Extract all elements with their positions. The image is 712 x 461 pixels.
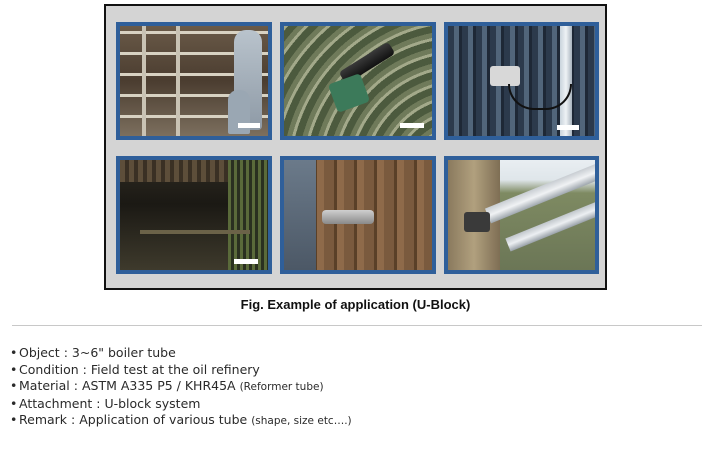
spec-item-remark: •Remark : Application of various tube (s…: [10, 412, 352, 430]
spec-item-object: •Object : 3~6" boiler tube: [10, 345, 352, 362]
divider: [12, 325, 702, 326]
outdoor-pipeline-photo: [444, 156, 599, 274]
bullet: •: [10, 378, 18, 393]
curved-tube-probe-photo: [280, 22, 436, 140]
bullet: •: [10, 345, 18, 360]
spec-label: Remark: [19, 412, 68, 427]
vertical-pipe: [560, 26, 572, 136]
spec-value: U-block system: [104, 395, 201, 411]
scale-bar: [238, 123, 260, 128]
spec-note: (shape, size etc….): [251, 415, 352, 427]
operator-probe-photo: [280, 156, 436, 274]
spec-separator: :: [59, 345, 72, 360]
spec-separator: :: [69, 378, 82, 393]
spec-item-condition: •Condition : Field test at the oil refin…: [10, 362, 352, 379]
spec-label: Object: [19, 345, 60, 360]
spec-note: (Reformer tube): [239, 381, 324, 393]
operator-figure: [284, 160, 316, 270]
figure-caption: Fig. Example of application (U-Block): [240, 297, 471, 312]
scale-bar: [557, 125, 579, 130]
spec-item-attachment: •Attachment : U-block system: [10, 396, 352, 413]
u-block-clamp: [327, 73, 371, 113]
spec-label: Material: [19, 378, 70, 393]
spec-label: Attachment: [19, 395, 93, 411]
spec-value: ASTM A335 P5 / KHR45A: [81, 378, 240, 393]
spec-separator: :: [78, 361, 91, 377]
spec-separator: :: [67, 412, 80, 427]
tube-wall-device-photo: [444, 22, 599, 140]
scale-bar: [400, 123, 424, 128]
spec-value: Application of various tube: [79, 412, 252, 427]
furnace-interior-photo: [116, 156, 272, 274]
spec-list: •Object : 3~6" boiler tube •Condition : …: [10, 345, 352, 430]
probe-device: [322, 210, 374, 224]
scale-bar: [234, 259, 258, 264]
spec-label: Condition: [19, 361, 79, 377]
ladder-inspection-photo: [116, 22, 272, 140]
bullet: •: [10, 395, 18, 411]
spec-separator: :: [92, 395, 105, 411]
bullet: •: [10, 412, 18, 427]
spec-value: Field test at the oil refinery: [90, 361, 260, 377]
probe-device: [464, 212, 490, 232]
probe-device: [490, 66, 520, 86]
spec-value: 3~6" boiler tube: [71, 345, 176, 360]
ledge: [140, 230, 250, 234]
spec-item-material: •Material : ASTM A335 P5 / KHR45A (Refor…: [10, 378, 352, 396]
bullet: •: [10, 361, 18, 377]
figure-frame: [104, 4, 607, 290]
tube-wall: [228, 160, 268, 270]
